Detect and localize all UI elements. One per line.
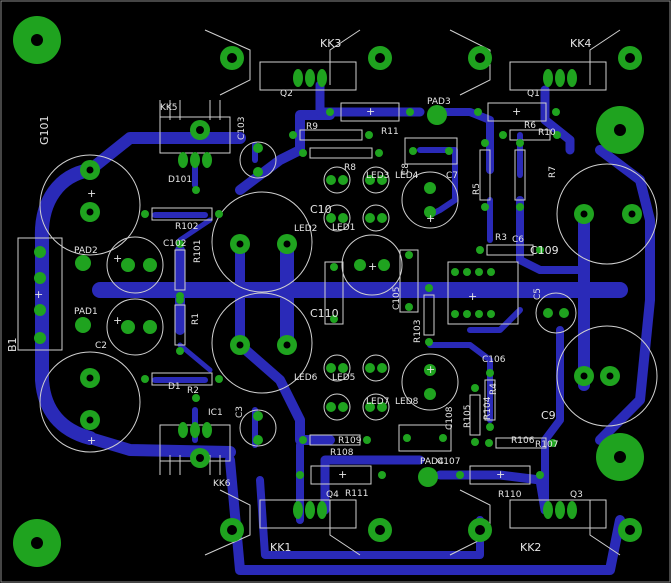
plus-mark: + <box>113 252 122 265</box>
label-c107: C107 <box>437 457 460 467</box>
label-led4: LED4 <box>395 171 419 181</box>
label-pad1: PAD1 <box>74 307 98 317</box>
plus-mark: + <box>34 288 43 301</box>
label-r6: R6 <box>524 121 536 131</box>
label-c10: C10 <box>310 203 332 216</box>
label-q4: Q4 <box>326 490 339 500</box>
label-r109: R109 <box>338 436 362 446</box>
label-led3: LED3 <box>366 171 389 181</box>
label-c8: C8 <box>401 163 411 175</box>
copper-traces <box>34 80 655 575</box>
label-r103: R103 <box>413 320 423 343</box>
plus-mark: + <box>468 290 477 303</box>
plus-mark: + <box>368 260 377 273</box>
label-pad3: PAD3 <box>427 97 451 107</box>
label-kk1: KK1 <box>270 541 291 554</box>
label-c110: C110 <box>310 307 339 320</box>
silkscreen <box>17 29 658 556</box>
label-r105: R105 <box>463 405 473 428</box>
label-r5: R5 <box>472 183 482 195</box>
label-q3: Q3 <box>570 490 583 500</box>
label-q2: Q2 <box>280 89 293 99</box>
plus-mark: + <box>366 105 375 118</box>
polarity-marks: + + + + + + + + + + + + + <box>34 105 521 481</box>
label-kk3: KK3 <box>320 37 341 50</box>
label-r11: R11 <box>381 127 399 137</box>
label-r111: R111 <box>345 489 368 499</box>
label-c108: C108 <box>445 406 455 430</box>
label-r8: R8 <box>344 163 356 173</box>
label-kk6: KK6 <box>213 479 231 489</box>
label-r4: R4 <box>489 383 499 395</box>
label-d1: D1 <box>168 382 181 392</box>
label-r10: R10 <box>538 128 556 138</box>
label-r106: R106 <box>511 436 535 446</box>
label-c3: C3 <box>235 406 245 418</box>
label-c2: C2 <box>95 341 107 351</box>
label-r107: R107 <box>535 440 558 450</box>
label-r102: R102 <box>175 222 198 232</box>
label-kk4: KK4 <box>570 37 591 50</box>
label-c106: C106 <box>482 355 506 365</box>
label-r101: R101 <box>193 240 203 263</box>
plus-mark: + <box>87 434 96 447</box>
label-led7: LED7 <box>366 397 389 407</box>
label-c6: C6 <box>512 235 524 245</box>
label-kk2: KK2 <box>520 541 541 554</box>
label-kk5: KK5 <box>160 103 178 113</box>
label-r108: R108 <box>330 448 354 458</box>
plus-mark: + <box>338 468 347 481</box>
plus-mark: + <box>426 363 435 376</box>
plus-mark: + <box>426 212 435 225</box>
label-pad2: PAD2 <box>74 246 98 256</box>
label-d101: D101 <box>168 175 192 185</box>
label-led6: LED6 <box>294 373 318 383</box>
label-led1: LED1 <box>332 223 355 233</box>
label-b1: B1 <box>6 337 19 352</box>
label-c9: C9 <box>541 409 556 422</box>
label-r9: R9 <box>306 122 318 132</box>
label-r104: R104 <box>483 396 493 420</box>
plus-mark: + <box>113 314 122 327</box>
label-c105: C105 <box>392 287 402 310</box>
label-c102: C102 <box>163 239 186 249</box>
label-g101: G101 <box>38 115 51 145</box>
label-r1: R1 <box>191 313 201 325</box>
label-c103: C103 <box>237 117 247 140</box>
label-led5: LED5 <box>332 373 355 383</box>
label-c109: C109 <box>530 244 559 257</box>
label-pad4: PAD4 <box>420 457 444 467</box>
pads <box>13 16 644 567</box>
label-r110: R110 <box>498 490 522 500</box>
label-r7: R7 <box>548 166 558 178</box>
label-led8: LED8 <box>395 397 419 407</box>
label-c5: C5 <box>533 288 543 300</box>
silk-labels: KK3 KK4 KK5 KK6 KK1 KK2 Q2 Q1 Q4 Q3 PAD3… <box>6 37 591 554</box>
label-r2: R2 <box>187 386 199 396</box>
label-ic1: IC1 <box>208 408 223 418</box>
plus-mark: + <box>512 105 521 118</box>
label-c7: C7 <box>446 171 458 181</box>
label-r3: R3 <box>495 233 507 243</box>
label-q1: Q1 <box>527 89 540 99</box>
plus-mark: + <box>496 468 505 481</box>
plus-mark: + <box>87 187 96 200</box>
label-led2: LED2 <box>294 224 317 234</box>
